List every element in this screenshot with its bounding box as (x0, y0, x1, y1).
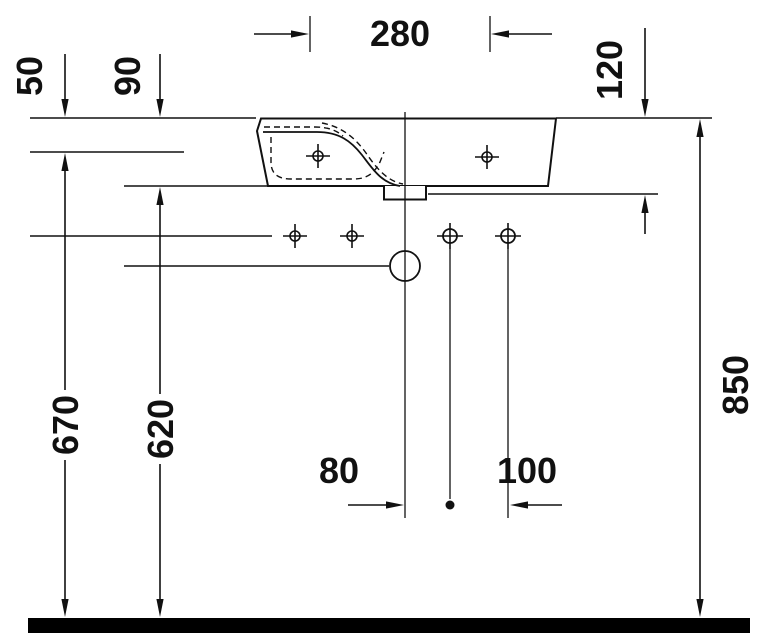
basin-inner-hidden-edge (321, 122, 404, 185)
dim-280-arrow-left (491, 30, 509, 38)
mounting-hole-2 (495, 223, 521, 249)
dimension-80: 80 (319, 450, 404, 509)
dim-50-label: 50 (9, 56, 50, 96)
extension-lines (309, 16, 509, 518)
basin-bowl-hidden-edge (270, 137, 385, 180)
mounting-hole-1 (437, 223, 463, 249)
dimension-850: 850 (696, 119, 756, 617)
dim-reference-dot (445, 500, 455, 510)
fixing-cross-1-lines (283, 224, 307, 248)
dimension-670: 670 (45, 153, 86, 617)
dim-50-arrow-down (61, 99, 69, 117)
tap-hole-cross-right (475, 145, 499, 169)
washbasin-outline (255, 117, 558, 187)
tap-hole-circle-right (481, 151, 493, 163)
washbasin (255, 117, 558, 201)
fixing-markers (283, 223, 521, 282)
dim-620-arrow-down (156, 599, 164, 617)
fixing-cross-2 (340, 224, 364, 248)
dim-90-arrow-down (156, 99, 164, 117)
dim-850-arrow-up (696, 119, 704, 137)
dim-670-arrow-down (61, 599, 69, 617)
tap-hole-cross-left (306, 144, 330, 168)
fixing-cross-1-circle (289, 230, 301, 242)
mounting-hole-1-cross (437, 223, 463, 249)
dim-80-label: 80 (319, 450, 359, 491)
rim-hidden-edge (264, 126, 344, 137)
fixing-cross-1 (283, 224, 307, 248)
tap-hole-circle-left (312, 150, 324, 162)
dim-620-label: 620 (140, 399, 181, 459)
dim-850-arrow-down (696, 599, 704, 617)
dimension-620: 620 (140, 187, 181, 617)
dim-280-arrow-right (291, 30, 309, 38)
dimension-280: 280 (254, 13, 552, 54)
floor-line (28, 618, 750, 633)
dim-620-arrow-up (156, 187, 164, 205)
basin-rim-curve (263, 131, 401, 187)
reference-lines (30, 117, 712, 267)
dimension-90: 90 (107, 54, 164, 117)
dimension-50: 50 (9, 54, 69, 117)
tap-hole-marker-left (306, 144, 330, 168)
fixing-cross-2-circle (346, 230, 358, 242)
dim-100-label: 100 (497, 450, 557, 491)
dim-280-label: 280 (370, 13, 430, 54)
dim-670-label: 670 (45, 395, 86, 455)
fixing-cross-2-lines (340, 224, 364, 248)
dim-850-label: 850 (715, 355, 756, 415)
dim-80-arrow-right (386, 501, 404, 509)
dim-90-label: 90 (107, 56, 148, 96)
dim-120-arrow-down (641, 99, 649, 117)
tap-hole-marker-right (475, 145, 499, 169)
dim-120-arrow-up (641, 195, 649, 213)
mounting-hole-2-cross (495, 223, 521, 249)
dim-120-label: 120 (589, 40, 630, 100)
dimension-120: 120 (589, 28, 649, 234)
dimension-100: 100 (445, 450, 562, 510)
dim-670-arrow-up (61, 153, 69, 171)
dim-100-arrow-left (510, 501, 528, 509)
